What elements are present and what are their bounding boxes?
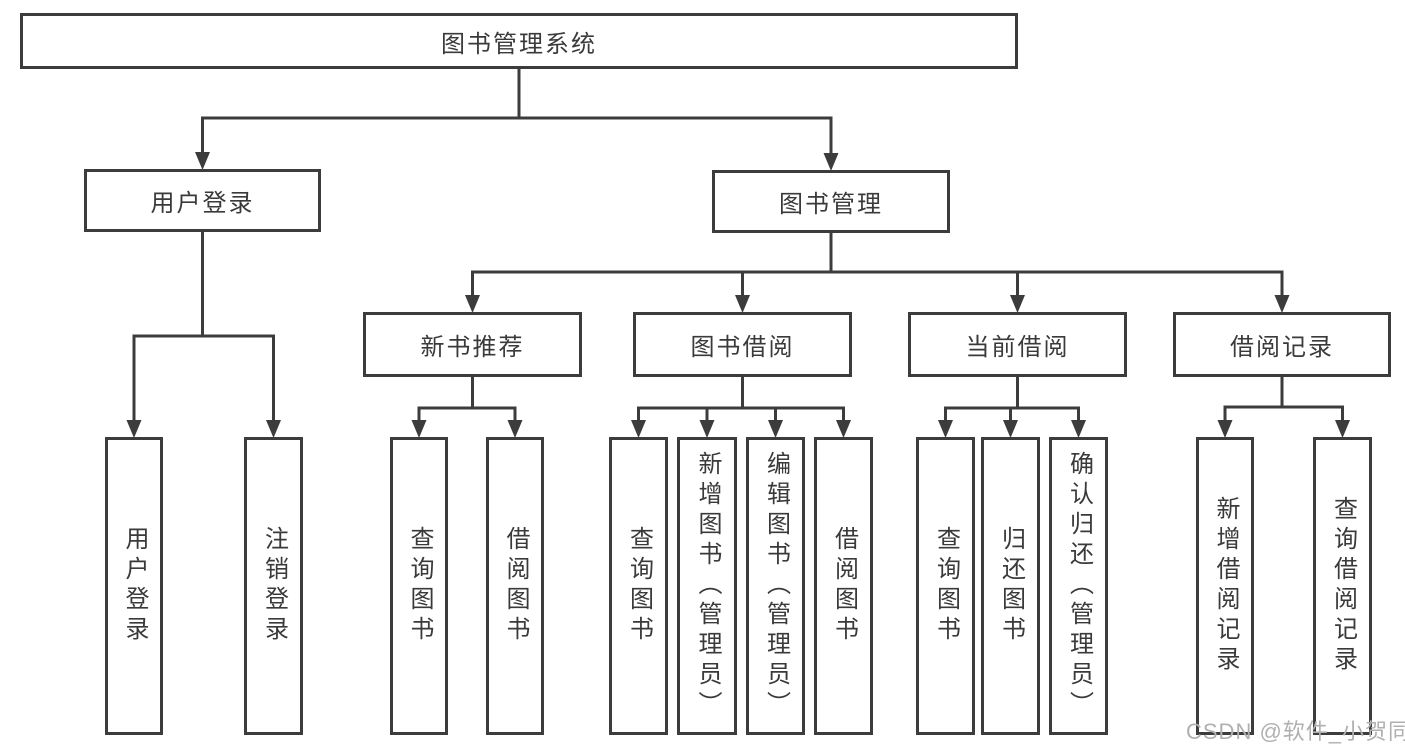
arrowhead-icon: [411, 420, 427, 438]
node-new-book-recommendation: 新书推荐: [363, 312, 582, 377]
node-root-library-system: 图书管理系统: [20, 13, 1018, 69]
arrowhead-icon: [1071, 420, 1086, 438]
arrowhead-icon: [836, 420, 851, 438]
arrowhead-icon: [699, 420, 715, 438]
connector-book-mgmt-to-level3: [465, 231, 1290, 313]
connector-root-to-level2: [195, 67, 839, 171]
node-leaf-query-books-1: 查询图书: [390, 437, 448, 735]
node-label: 图书管理系统: [441, 30, 597, 58]
node-label: 注销登录: [260, 526, 288, 646]
node-label: 新书推荐: [420, 334, 525, 361]
arrowhead-icon: [938, 420, 953, 438]
node-label: 新增图书（管理员）: [694, 451, 721, 721]
connector-current-borrow-to-leaves: [938, 374, 1086, 438]
arrowhead-icon: [735, 295, 750, 313]
node-book-management: 图书管理: [712, 170, 950, 233]
node-leaf-edit-book-admin: 编辑图书（管理员）: [746, 437, 805, 735]
node-leaf-query-books-3: 查询图书: [916, 437, 975, 735]
arrowhead-icon: [465, 295, 480, 313]
node-label: 用户登录: [121, 526, 148, 646]
node-label: 借阅图书: [830, 526, 858, 646]
arrowhead-icon: [1003, 420, 1018, 438]
node-leaf-query-books-2: 查询图书: [609, 437, 668, 735]
node-label: 查询借阅记录: [1329, 496, 1357, 676]
node-label: 当前借阅: [965, 334, 1070, 361]
node-label: 用户登录: [150, 190, 255, 217]
node-leaf-user-login: 用户登录: [105, 437, 163, 735]
node-leaf-borrow-books-2: 借阅图书: [814, 437, 873, 735]
node-leaf-query-borrow-record: 查询借阅记录: [1313, 437, 1372, 735]
csdn-watermark: CSDN @软件_小贺同学: [1186, 719, 1405, 744]
arrowhead-icon: [768, 420, 783, 438]
node-label: 查询图书: [406, 526, 433, 646]
node-label: 借阅图书: [502, 526, 529, 646]
node-label: 图书管理: [779, 191, 883, 218]
arrowhead-icon: [195, 152, 210, 170]
node-label: 新增借阅记录: [1212, 496, 1239, 676]
node-label: 借阅记录: [1230, 334, 1334, 361]
node-leaf-return-book: 归还图书: [981, 437, 1040, 735]
node-label: 确认归还（管理员）: [1065, 451, 1093, 721]
arrowhead-icon: [1010, 295, 1025, 313]
node-leaf-add-borrow-record: 新增借阅记录: [1196, 437, 1254, 735]
node-leaf-add-book-admin: 新增图书（管理员）: [677, 437, 737, 735]
node-leaf-logout: 注销登录: [244, 437, 303, 735]
node-leaf-confirm-return-admin: 确认归还（管理员）: [1049, 437, 1108, 735]
node-label: 图书借阅: [690, 334, 795, 361]
node-label: 查询图书: [625, 526, 653, 646]
node-label: 编辑图书（管理员）: [762, 451, 790, 721]
connector-user-login-to-leaves: [126, 230, 281, 438]
connector-new-book-rec-to-leaves: [411, 374, 523, 438]
arrowhead-icon: [1335, 420, 1350, 438]
arrowhead-icon: [823, 153, 839, 171]
node-borrowing-records: 借阅记录: [1173, 312, 1391, 377]
arrowhead-icon: [126, 420, 142, 438]
arrowhead-icon: [266, 420, 281, 438]
arrowhead-icon: [1274, 295, 1290, 313]
arrowhead-icon: [631, 420, 646, 438]
node-label: 归还图书: [997, 526, 1025, 646]
node-label: 查询图书: [932, 526, 960, 646]
arrowhead-icon: [1217, 420, 1233, 438]
node-current-borrowing: 当前借阅: [908, 312, 1127, 377]
node-book-borrowing: 图书借阅: [633, 312, 852, 377]
node-leaf-borrow-books-1: 借阅图书: [486, 437, 544, 735]
connector-book-borrow-to-leaves: [631, 374, 851, 438]
connector-borrow-records-to-leaves: [1217, 374, 1350, 438]
node-user-login: 用户登录: [84, 169, 321, 232]
arrowhead-icon: [507, 420, 523, 438]
